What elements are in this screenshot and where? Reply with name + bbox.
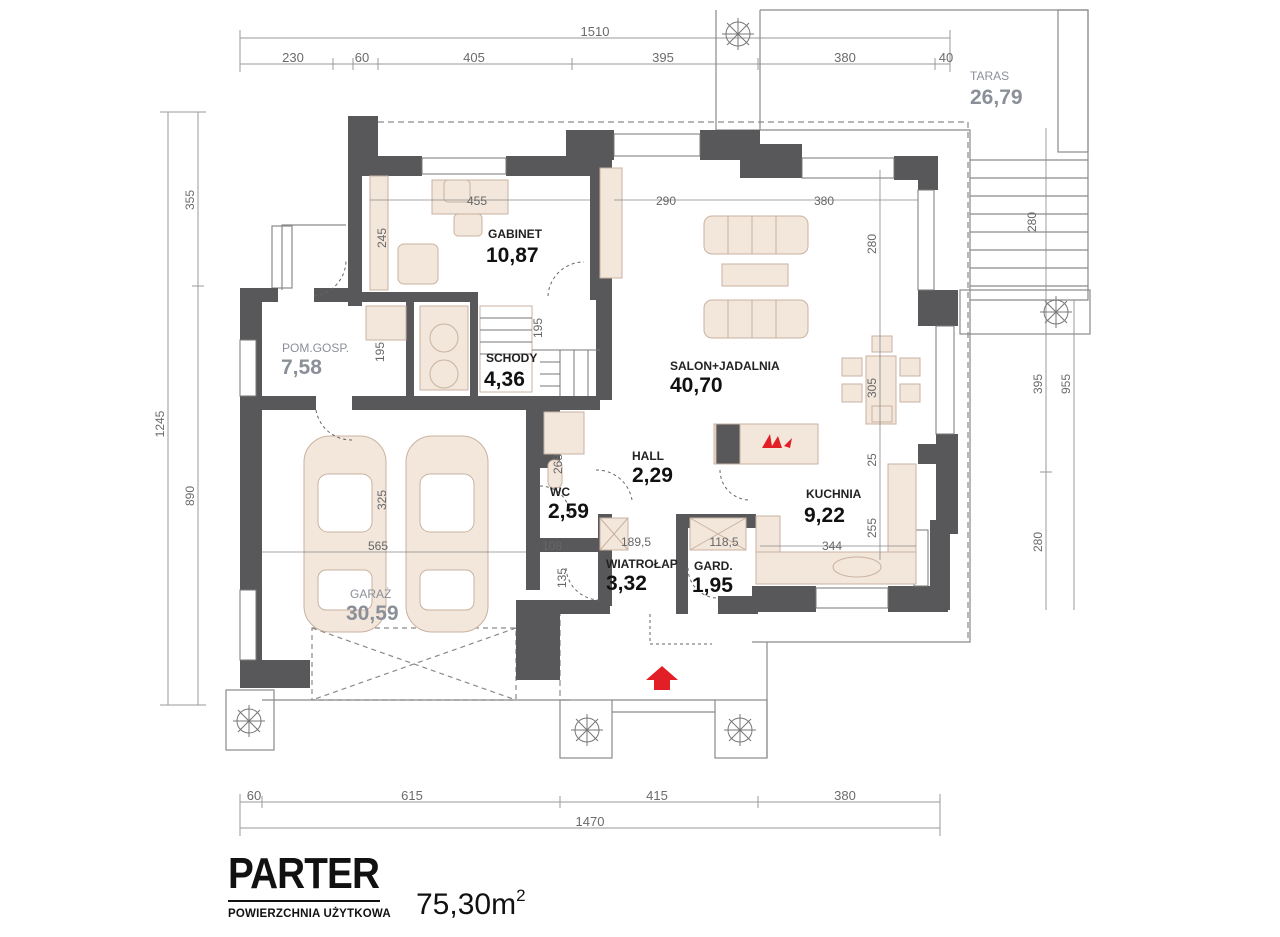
room-taras: TARAS 26,79 bbox=[970, 69, 1023, 109]
top-dim-seg-2: 60 bbox=[355, 50, 369, 65]
left-dim-seg-2: 890 bbox=[183, 486, 197, 506]
room-name: TARAS bbox=[970, 69, 1009, 83]
room-gabinet: GABINET 10,87 bbox=[486, 227, 543, 267]
dim-stairs-a: 195 bbox=[373, 342, 387, 362]
left-dim-seg-1: 355 bbox=[183, 190, 197, 210]
total-area: 75,30m2 bbox=[416, 886, 526, 922]
room-area: 2,29 bbox=[632, 464, 673, 487]
door-swings bbox=[313, 259, 751, 645]
room-name: GARAŻ bbox=[350, 587, 391, 601]
title-underline bbox=[228, 900, 380, 902]
dim-gabinet-height: 245 bbox=[375, 228, 389, 248]
dim-wc-height: 268 bbox=[551, 454, 565, 474]
dim-vest-height: 135 bbox=[555, 568, 569, 588]
terrace-outlines bbox=[225, 9, 1091, 759]
room-garaz: GARAŻ 30,59 bbox=[346, 587, 399, 625]
dim-salon-right: 380 bbox=[814, 194, 834, 208]
bottom-dim-seg-1: 60 bbox=[247, 788, 261, 803]
room-wiatrolap: WIATROŁAP 3,32 bbox=[606, 557, 678, 595]
bottom-dim-total: 1470 bbox=[576, 814, 605, 829]
top-dimensions bbox=[239, 30, 951, 72]
room-wc: WC 2,59 bbox=[548, 485, 589, 523]
dim-garage-height: 325 bbox=[375, 490, 389, 510]
bottom-dim-seg-4: 380 bbox=[834, 788, 856, 803]
room-name: KUCHNIA bbox=[806, 487, 862, 501]
title-block: PARTER POWIERZCHNIA UŻYTKOWA bbox=[228, 852, 400, 920]
total-area-value: 75,30 bbox=[416, 888, 492, 921]
area-caption: POWIERZCHNIA UŻYTKOWA bbox=[228, 908, 391, 920]
dim-vest-a: 108 bbox=[542, 539, 562, 553]
top-dim-seg-1: 230 bbox=[282, 50, 304, 65]
dim-table: 305 bbox=[865, 378, 879, 398]
room-garderoba: GARD. 1,95 bbox=[692, 559, 733, 597]
dim-garage-width: 565 bbox=[368, 539, 388, 553]
room-area: 9,22 bbox=[804, 504, 845, 527]
right-dim-total: 955 bbox=[1059, 374, 1073, 394]
top-dim-seg-4: 395 bbox=[652, 50, 674, 65]
room-area: 26,79 bbox=[970, 86, 1023, 109]
right-dimensions bbox=[1040, 300, 1075, 610]
bottom-dimensions bbox=[239, 794, 941, 836]
stairs bbox=[480, 317, 600, 396]
room-area: 2,59 bbox=[548, 500, 589, 523]
windows bbox=[239, 133, 955, 661]
room-area: 7,58 bbox=[281, 356, 322, 379]
dim-kitchen-b: 255 bbox=[865, 518, 879, 538]
room-salon-jadalnia: SALON+JADALNIA 40,70 bbox=[670, 359, 780, 397]
floor-plan: 1510 230 60 405 395 380 40 1245 355 890 … bbox=[153, 9, 1091, 836]
dim-salon-left: 290 bbox=[656, 194, 676, 208]
room-area: 4,36 bbox=[484, 368, 525, 391]
room-name: SCHODY bbox=[486, 351, 537, 365]
room-kuchnia: KUCHNIA 9,22 bbox=[804, 487, 862, 527]
right-dim-seg-2: 280 bbox=[1031, 532, 1045, 552]
dim-gard-width: 118,5 bbox=[709, 535, 738, 549]
room-name: SALON+JADALNIA bbox=[670, 359, 780, 373]
right-dim-seg-1: 395 bbox=[1031, 374, 1045, 394]
dim-gabinet-width: 455 bbox=[467, 194, 487, 208]
bottom-dim-seg-3: 415 bbox=[646, 788, 668, 803]
room-area: 30,59 bbox=[346, 602, 399, 625]
room-area: 3,32 bbox=[606, 572, 647, 595]
top-dim-total: 1510 bbox=[581, 24, 610, 39]
dim-terrace-depth: 280 bbox=[1025, 212, 1039, 232]
plant-icon bbox=[233, 18, 1072, 746]
area-unit-superscript: 2 bbox=[516, 886, 526, 905]
room-name: WC bbox=[550, 485, 570, 499]
internal-dim-lines bbox=[262, 128, 1047, 560]
room-name: WIATROŁAP bbox=[606, 557, 678, 571]
left-dim-total: 1245 bbox=[153, 410, 167, 437]
dim-kitchen-a: 25 bbox=[865, 453, 879, 467]
room-name: GABINET bbox=[488, 227, 543, 241]
top-dim-seg-3: 405 bbox=[463, 50, 485, 65]
room-area: 1,95 bbox=[692, 574, 733, 597]
dim-kitchen-c: 344 bbox=[822, 539, 842, 553]
room-pom-gosp: POM.GOSP. 7,58 bbox=[281, 341, 349, 379]
room-schody: SCHODY 4,36 bbox=[484, 351, 537, 391]
room-name: HALL bbox=[632, 449, 664, 463]
room-area: 40,70 bbox=[670, 374, 723, 397]
top-dim-seg-5: 380 bbox=[834, 50, 856, 65]
room-name: POM.GOSP. bbox=[282, 341, 349, 355]
entry-arrow-icon bbox=[646, 666, 678, 690]
room-name: GARD. bbox=[694, 559, 733, 573]
dim-vest-width: 189,5 bbox=[621, 535, 651, 549]
room-area: 10,87 bbox=[486, 244, 539, 267]
bottom-dim-seg-2: 615 bbox=[401, 788, 423, 803]
dim-salon-height: 280 bbox=[865, 234, 879, 254]
area-unit: m bbox=[491, 888, 517, 921]
level-title: PARTER bbox=[228, 849, 380, 898]
left-dimensions bbox=[160, 111, 206, 706]
fire-icon bbox=[762, 434, 792, 448]
top-dim-seg-6: 40 bbox=[939, 50, 953, 65]
dim-stairs-b: 195 bbox=[531, 318, 545, 338]
room-hall: HALL 2,29 bbox=[632, 449, 673, 487]
